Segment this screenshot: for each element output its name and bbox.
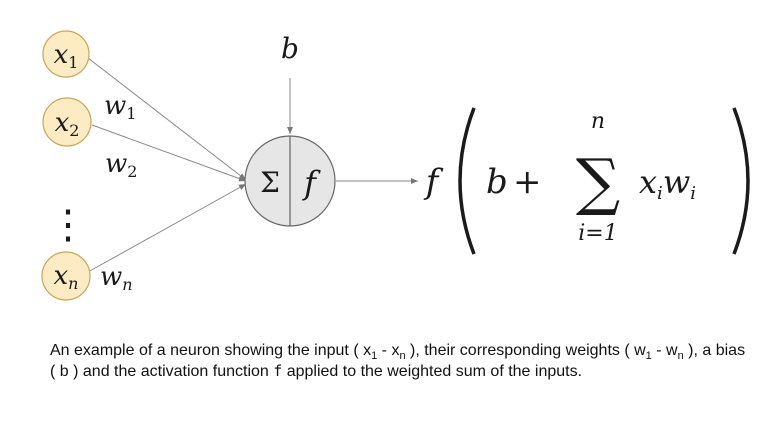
activation-function-code: f: [273, 362, 283, 380]
input-2-sub: 2: [69, 121, 79, 140]
input-2-var: x: [55, 108, 70, 138]
output-formula: f b + n ∑ i=1 xiwi: [423, 107, 750, 255]
input-node-1: x1: [42, 30, 90, 78]
formula-b: b: [486, 162, 508, 202]
input-ellipsis: ⋮: [48, 202, 88, 248]
input-n-connection: [87, 183, 247, 273]
input-1-sub: 1: [68, 53, 78, 72]
formula-left-paren: [458, 107, 476, 255]
neuron: Σ f: [244, 135, 336, 227]
svg-text:x2: x2: [55, 108, 80, 140]
formula-term: xiwi: [639, 163, 696, 204]
weight-2-label: w2: [105, 149, 137, 181]
formula-right-paren: [732, 107, 750, 255]
sum-symbol: Σ: [260, 166, 280, 199]
input-1-var: x: [54, 40, 69, 70]
bias-label: b: [281, 32, 299, 65]
input-n-var: x: [54, 261, 69, 291]
svg-text:x1: x1: [54, 40, 79, 72]
input-node-2: x2: [42, 97, 92, 147]
formula-plus: +: [513, 162, 542, 202]
figure-caption: An example of a neuron showing the input…: [50, 342, 746, 380]
formula-f: f: [423, 162, 444, 202]
formula-lower: i=1: [578, 221, 617, 246]
input-2-connection: [91, 124, 247, 182]
weight-n-label: wn: [100, 262, 133, 294]
weight-1-label: w1: [104, 91, 136, 123]
formula-sigma: ∑: [576, 145, 620, 218]
input-n-sub: n: [68, 274, 78, 293]
formula-upper: n: [591, 109, 605, 134]
svg-text:xn: xn: [54, 261, 79, 293]
neuron-diagram: x1 x2 xn ⋮ w1 w2 wn b Σ f f b + n ∑ i=1 …: [41, 30, 750, 301]
input-1-connection: [87, 57, 247, 181]
input-node-n: xn: [41, 251, 91, 301]
